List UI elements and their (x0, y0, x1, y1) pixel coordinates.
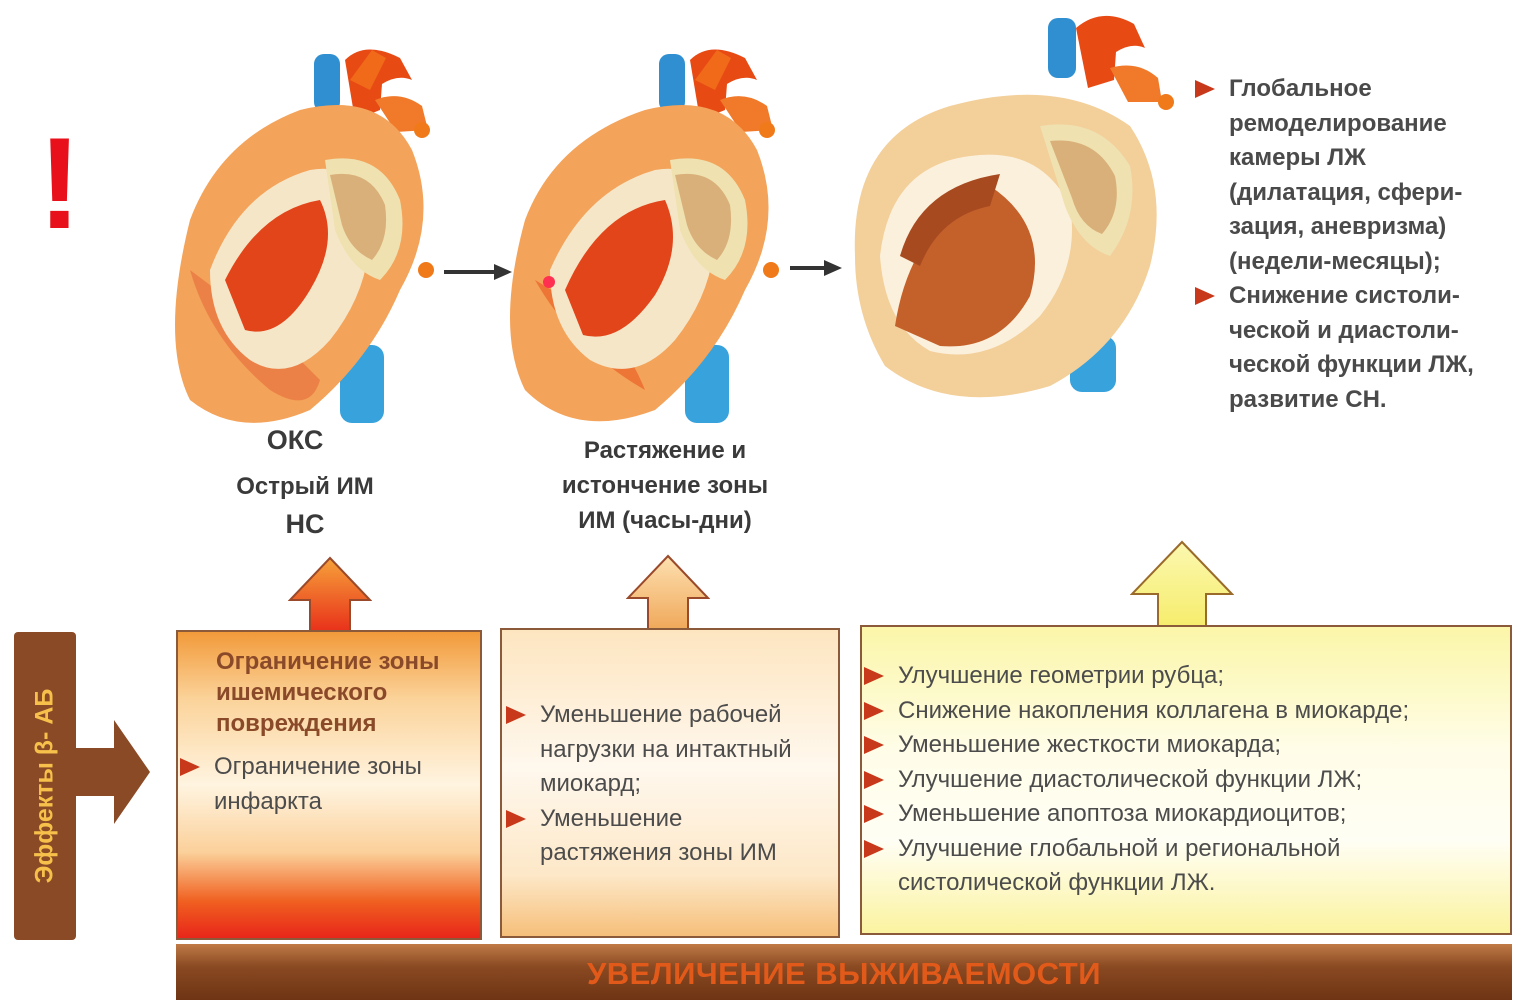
list-item: Уменьшение апоптоза миокардиоцитов; (864, 797, 1510, 832)
list-line: зация, аневризма) (1229, 210, 1520, 245)
bullet-triangle-icon (864, 840, 884, 858)
list-line: Снижение накопления коллагена в миокарде… (898, 694, 1510, 729)
box-list: Уменьшение рабочей нагрузки на интактный… (506, 698, 840, 871)
survival-increase-banner: УВЕЛИЧЕНИЕ ВЫЖИВАЕМОСТИ (176, 944, 1512, 1000)
list-line: Глобальное (1229, 72, 1520, 107)
box-heading: Ограничение зоны ишемического повреждени… (216, 646, 476, 739)
bullet-triangle-icon (506, 706, 526, 724)
bullet-triangle-icon (180, 758, 200, 776)
box-heading-line: Ограничение зоны (216, 646, 476, 677)
list-item: Снижение накопления коллагена в миокарде… (864, 694, 1510, 729)
list-line: инфаркта (214, 785, 480, 820)
list-item: Улучшение глобальной и региональной сист… (864, 832, 1510, 901)
list-line: развитие СН. (1229, 383, 1520, 418)
bullet-triangle-icon (864, 736, 884, 754)
box-list: Ограничение зоны инфаркта (180, 750, 480, 819)
heart-stretching-illustration (495, 40, 795, 435)
side-label-text: Эффекты β- АБ (31, 689, 60, 884)
list-line: миокард; (540, 767, 840, 802)
list-line: Улучшение глобальной и региональной (898, 832, 1510, 867)
bullet-triangle-icon (864, 667, 884, 685)
caption-unstable-angina: НС (240, 508, 370, 540)
effect-box-workload-reduction: Уменьшение рабочей нагрузки на интактный… (500, 628, 840, 938)
caption-stretching-line: Растяжение и (520, 433, 810, 468)
list-line: ческой функции ЛЖ, (1229, 348, 1520, 383)
caption-stretching: Растяжение и истончение зоны ИМ (часы-дн… (520, 433, 810, 538)
right-arrow-icon (76, 720, 150, 824)
list-line: ремоделирование (1229, 107, 1520, 142)
list-item: Уменьшение рабочей нагрузки на интактный… (506, 698, 840, 802)
banner-text: УВЕЛИЧЕНИЕ ВЫЖИВАЕМОСТИ (176, 956, 1512, 992)
list-line: Снижение систоли- (1229, 279, 1520, 314)
heart-acute-mi-illustration (150, 40, 450, 435)
list-line: ческой и диастоли- (1229, 314, 1520, 349)
list-line: Ограничение зоны (214, 750, 480, 785)
list-line: (недели-месяцы); (1229, 245, 1520, 280)
list-item: Глобальное ремоделирование камеры ЛЖ (ди… (1195, 72, 1520, 279)
heart-remodeling-illustration (840, 6, 1185, 416)
caption-acs: ОКС (230, 424, 360, 456)
remodeling-outcomes-list: Глобальное ремоделирование камеры ЛЖ (ди… (1195, 72, 1520, 417)
list-item: Снижение систоли- ческой и диастоли- чес… (1195, 279, 1520, 417)
list-line: камеры ЛЖ (1229, 141, 1520, 176)
list-item: Улучшение диастолической функции ЛЖ; (864, 763, 1510, 798)
up-arrow-icon (1130, 540, 1234, 630)
side-label-beta-blocker-effects: Эффекты β- АБ (14, 632, 76, 940)
box-heading-line: повреждения (216, 708, 476, 739)
bullet-triangle-icon (1195, 80, 1215, 98)
arrow-right-icon (790, 258, 842, 278)
up-arrow-icon (626, 554, 710, 630)
caption-acute-mi: Острый ИМ (210, 472, 400, 502)
list-line: Уменьшение рабочей (540, 698, 840, 733)
bullet-triangle-icon (1195, 287, 1215, 305)
list-item: Уменьшение жесткости миокарда; (864, 728, 1510, 763)
list-item: Ограничение зоны инфаркта (180, 750, 480, 819)
up-arrow-icon (288, 556, 372, 632)
caption-stretching-line: истончение зоны (520, 468, 810, 503)
bullet-triangle-icon (506, 810, 526, 828)
bullet-triangle-icon (864, 702, 884, 720)
list-line: растяжения зоны ИМ (540, 836, 840, 871)
caption-stretching-line: ИМ (часы-дни) (520, 503, 810, 538)
list-line: систолической функции ЛЖ. (898, 866, 1510, 901)
list-line: Улучшение диастолической функции ЛЖ; (898, 763, 1510, 798)
list-line: Улучшение геометрии рубца; (898, 659, 1510, 694)
box-heading-line: ишемического (216, 677, 476, 708)
list-item: Уменьшение растяжения зоны ИМ (506, 802, 840, 871)
effect-box-remodeling-improvement: Улучшение геометрии рубца; Снижение нако… (860, 625, 1512, 935)
list-line: Уменьшение жесткости миокарда; (898, 728, 1510, 763)
list-line: Уменьшение (540, 802, 840, 837)
exclamation-mark: ! (38, 118, 81, 248)
bullet-triangle-icon (864, 805, 884, 823)
box-list: Улучшение геометрии рубца; Снижение нако… (864, 659, 1510, 901)
list-line: нагрузки на интактный (540, 733, 840, 768)
list-item: Улучшение геометрии рубца; (864, 659, 1510, 694)
effect-box-infarct-limitation: Ограничение зоны ишемического повреждени… (176, 630, 482, 940)
bullet-triangle-icon (864, 771, 884, 789)
list-line: Уменьшение апоптоза миокардиоцитов; (898, 797, 1510, 832)
list-line: (дилатация, сфери- (1229, 176, 1520, 211)
